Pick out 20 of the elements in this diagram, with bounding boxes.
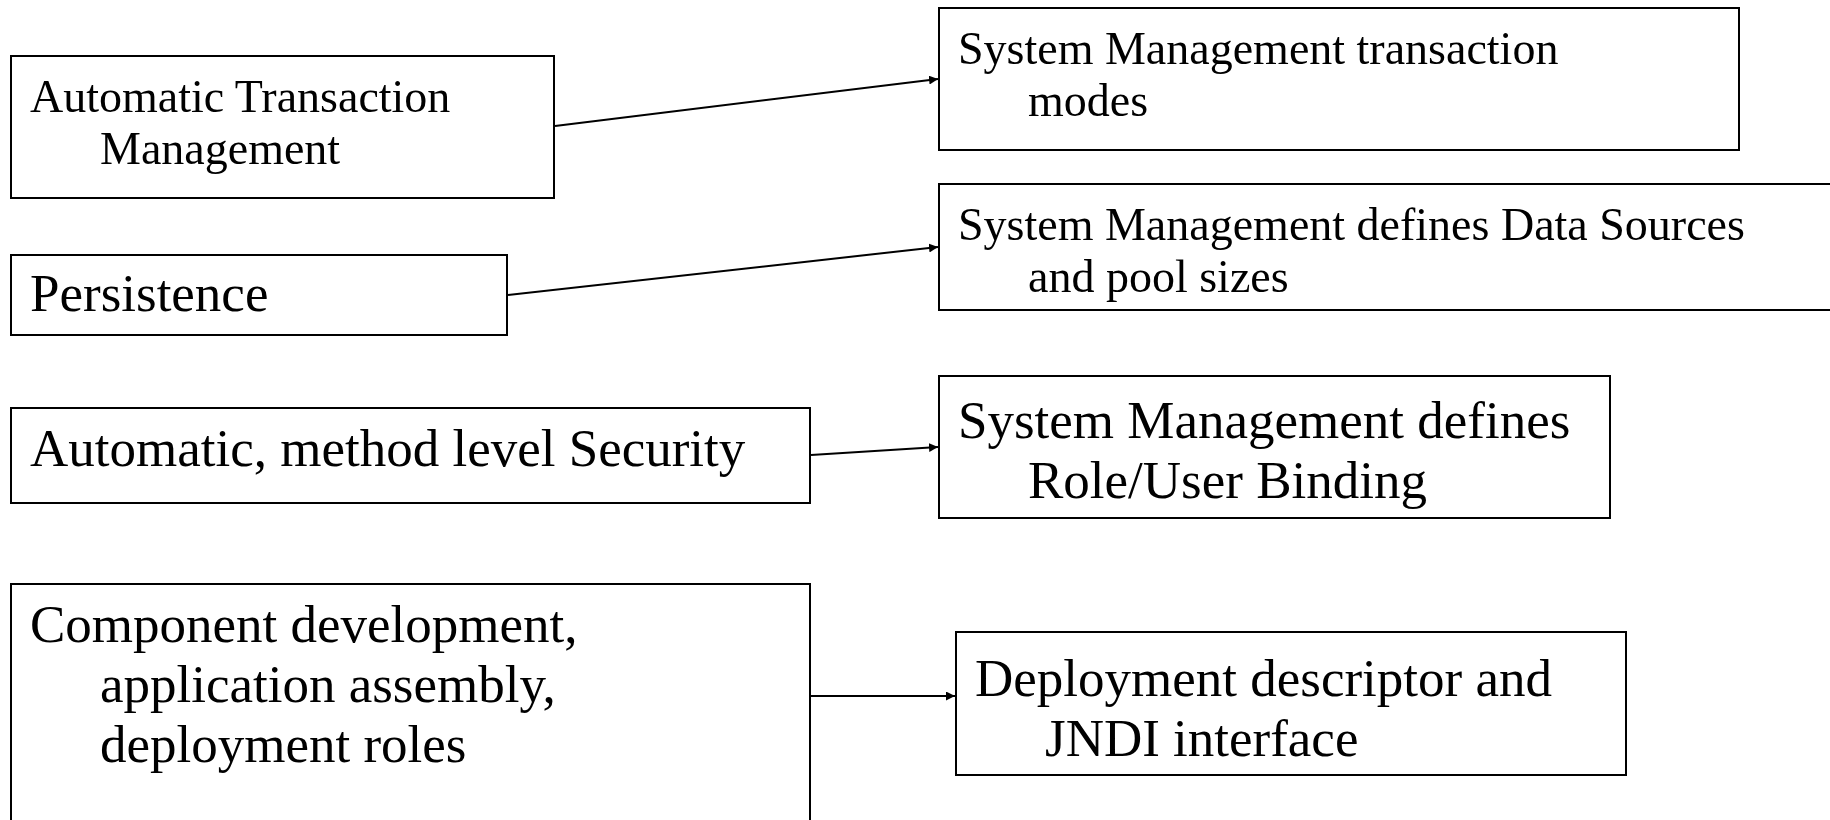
process-box xyxy=(955,631,1627,776)
box-label: Component development, application assembly, deployment roles xyxy=(30,595,579,775)
arrow xyxy=(507,243,939,296)
arrow xyxy=(554,75,939,127)
box-label: Deployment descriptor and JNDI interface xyxy=(975,649,1553,769)
box-label: Automatic Transaction Management xyxy=(30,71,452,175)
box-label: Automatic, method level Security xyxy=(30,419,746,479)
process-box xyxy=(938,375,1611,519)
box-label: System Management transaction modes xyxy=(958,23,1560,127)
process-box xyxy=(938,183,1830,311)
process-box xyxy=(10,407,811,504)
arrow xyxy=(810,443,939,456)
arrow xyxy=(810,691,956,701)
process-box xyxy=(938,7,1740,151)
box-label: Persistence xyxy=(30,264,269,324)
process-box xyxy=(10,254,508,336)
process-box xyxy=(10,583,811,820)
box-label: System Management defines Role/User Binding xyxy=(958,391,1572,511)
box-label: System Management defines Data Sources and pool sizes xyxy=(958,199,1746,303)
process-box xyxy=(10,55,555,199)
